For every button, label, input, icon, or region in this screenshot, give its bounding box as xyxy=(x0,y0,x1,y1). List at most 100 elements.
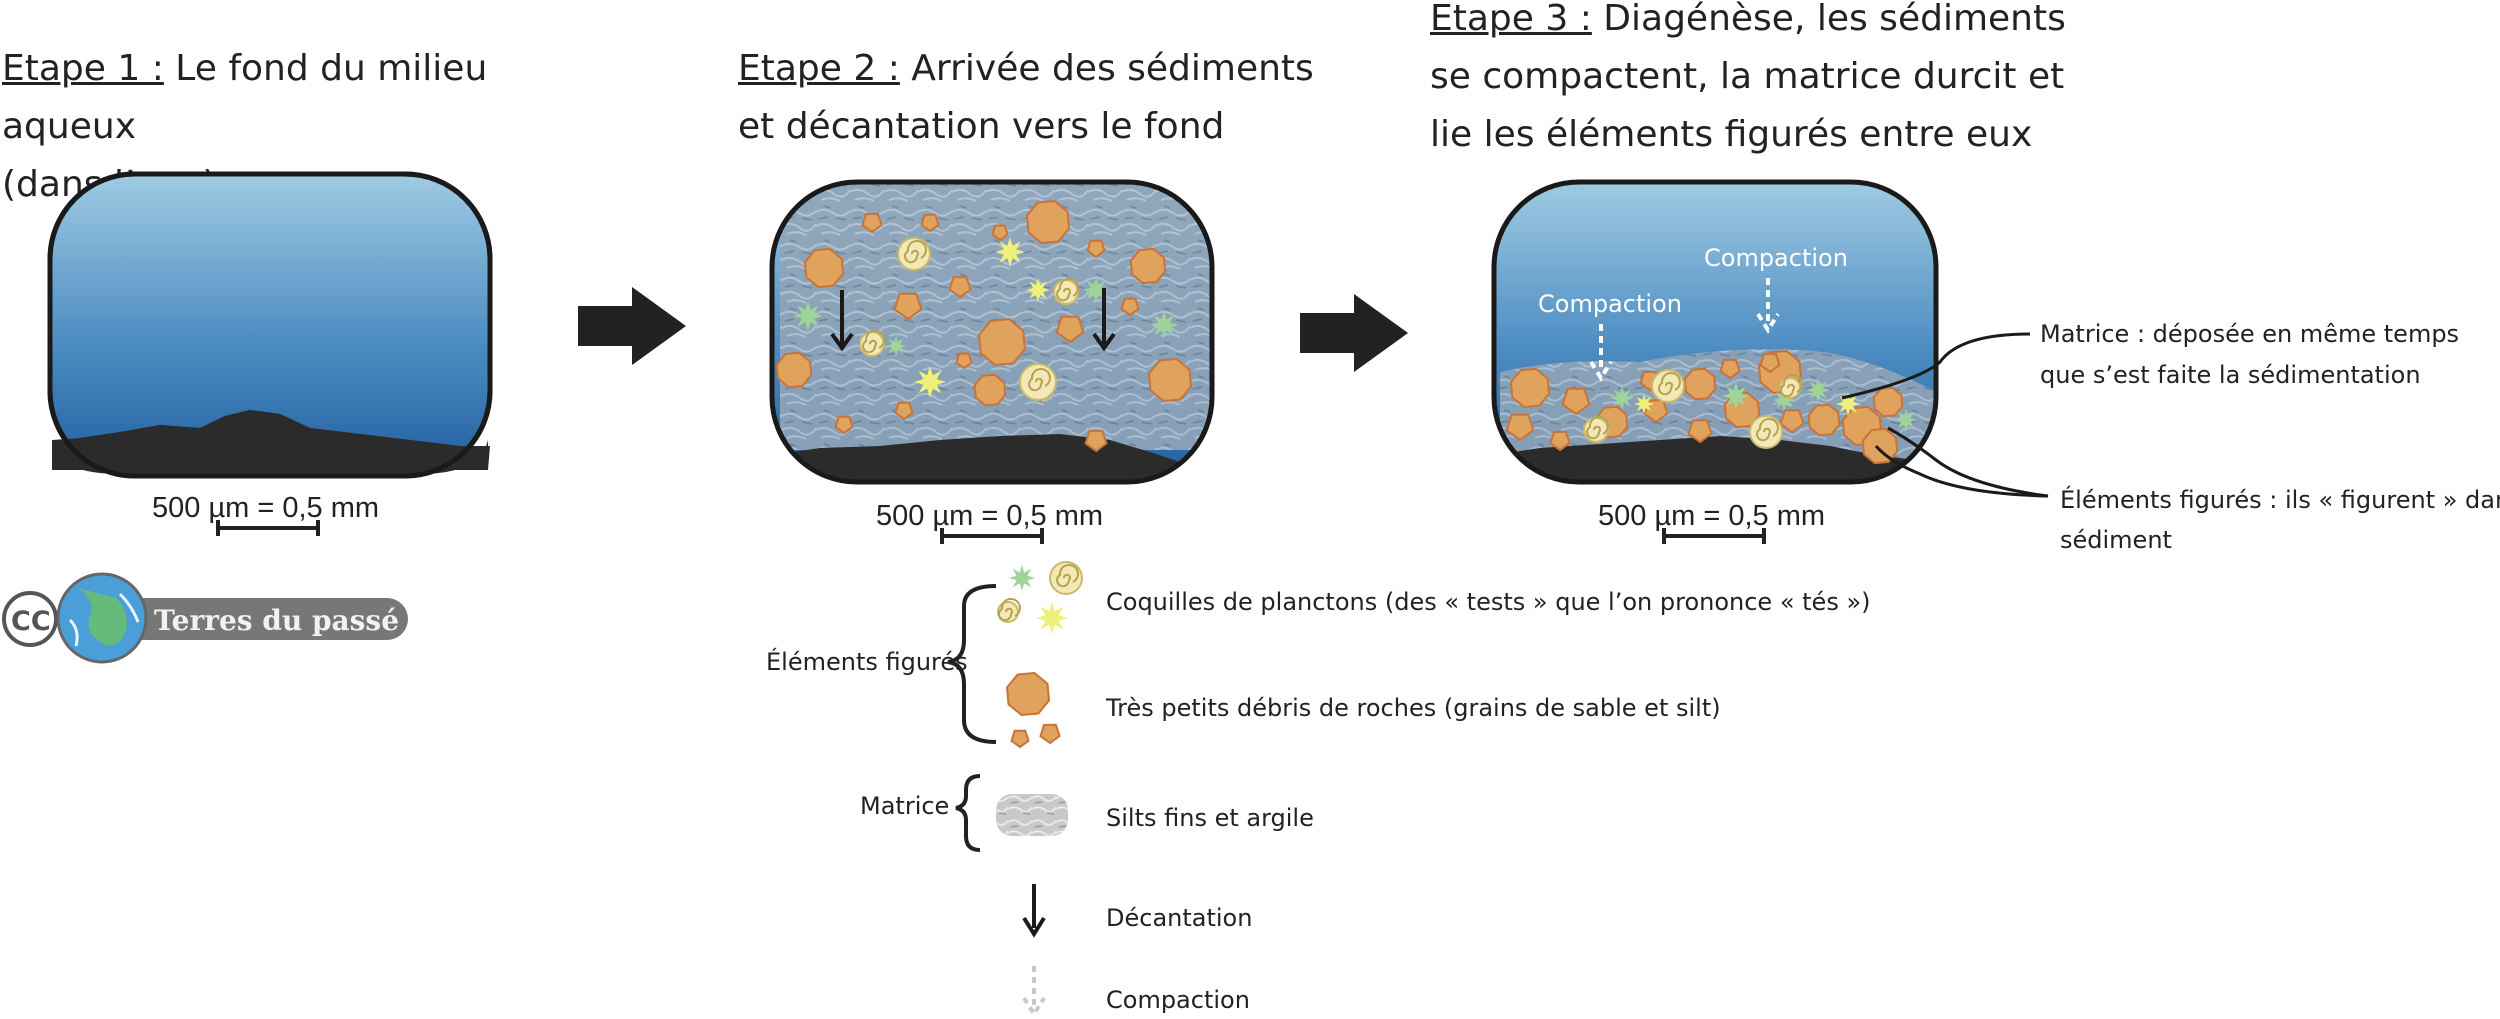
plankton-spiral-p2-3 xyxy=(1019,363,1057,401)
plankton-star-p2-2 xyxy=(914,366,946,398)
grain-p2-13 xyxy=(1055,315,1085,344)
grain-p2-0 xyxy=(803,247,845,289)
step3-line3: lie les éléments figurés entre eux xyxy=(1430,114,2033,155)
annotation-elements-2: sédiment xyxy=(2060,526,2172,554)
grain-p2-19 xyxy=(1120,297,1140,317)
grain-p3-14 xyxy=(1861,427,1899,465)
step1-label: Etape 1 : xyxy=(2,48,164,89)
legend-group-elements: Éléments figurés xyxy=(766,647,968,676)
legend-grain-small-a xyxy=(1010,729,1030,749)
legend-plankton-spiral-small-swirl xyxy=(998,597,1021,622)
grain-p2-5 xyxy=(1025,199,1071,245)
grain-p3-0 xyxy=(1509,367,1551,409)
grain-p2-1 xyxy=(861,212,883,234)
grain-p2-4 xyxy=(978,318,1026,366)
plankton-spiral-p2-3-swirl xyxy=(1028,367,1051,392)
compaction-arrow-1 xyxy=(1589,324,1613,382)
elements-leader-line-2 xyxy=(1874,444,2049,498)
plankton-star-p3-5 xyxy=(1895,409,1917,431)
plankton-spiral-p2-1-swirl xyxy=(862,329,885,354)
plankton-star-p2-4 xyxy=(1150,311,1178,339)
grain-p3-12 xyxy=(1549,430,1571,452)
grain-p2-16 xyxy=(894,401,914,421)
grain-p2-12 xyxy=(973,373,1007,407)
scale-label-2: 500 µm = 0,5 mm xyxy=(876,500,1103,532)
grain-p3-7 xyxy=(1759,352,1781,374)
step1-heading: Etape 1 : Le fond du milieu aqueux (dans… xyxy=(2,40,622,214)
legend-item-plankton: Coquilles de planctons (des « tests » qu… xyxy=(1106,588,1871,616)
legend-item-silt: Silts fins et argile xyxy=(1106,804,1314,832)
panel-step3: Compaction Compaction xyxy=(1491,179,1939,485)
brace-elements xyxy=(947,584,997,744)
legend-decantation-arrow xyxy=(1022,884,1046,938)
plankton-star-p3-2 xyxy=(1722,382,1750,410)
plankton-spiral-p3-0 xyxy=(1651,369,1685,403)
legend-plankton-spiral-big-swirl xyxy=(1056,563,1079,588)
step2-line1: Arrivée des sédiments xyxy=(911,48,1314,89)
plankton-spiral-p3-1-swirl xyxy=(1586,415,1609,440)
compaction-label-1: Compaction xyxy=(1538,290,1682,318)
scale-bar-3: 500 µm = 0,5 mm xyxy=(1598,500,1825,544)
grain-p3-11 xyxy=(1505,413,1535,442)
grain-p2-10 xyxy=(920,213,940,233)
silt-swatch xyxy=(996,794,1068,836)
grain-p2-11 xyxy=(991,224,1009,242)
legend-item-rock-debris: Très petits débris de roches (grains de … xyxy=(1105,694,1721,722)
legend-plankton-star-green xyxy=(1009,565,1035,591)
elements-leader-line-1 xyxy=(1887,426,2049,498)
cc-text: CC xyxy=(11,606,51,637)
grain-p3-17 xyxy=(1719,358,1741,380)
legend-compaction-arrow xyxy=(1022,966,1046,1018)
grain-p2-17 xyxy=(955,352,973,370)
step2-heading: Etape 2 : Arrivée des sédiments et décan… xyxy=(738,40,1378,156)
decantation-arrow-a xyxy=(830,290,854,352)
step3-heading: Etape 3 : Diagénèse, les sédiments se co… xyxy=(1430,0,2130,164)
plankton-spiral-p2-0 xyxy=(897,237,931,271)
step-arrow-1 xyxy=(578,287,686,365)
panel-step2 xyxy=(769,179,1215,485)
grain-p2-3 xyxy=(948,275,972,299)
scale-label-1: 500 µm = 0,5 mm xyxy=(152,492,379,524)
grain-p2-8 xyxy=(1147,357,1193,403)
grain-p3-13 xyxy=(1687,419,1713,444)
cc-logo: CC Terres du passé xyxy=(2,572,408,664)
grain-p2-9 xyxy=(775,351,813,389)
step-arrow-2 xyxy=(1300,294,1408,372)
plankton-spiral-p3-2-swirl xyxy=(1756,417,1779,442)
grain-p3-15 xyxy=(1779,409,1805,434)
scale-bar-1: 500 µm = 0,5 mm xyxy=(152,492,379,536)
legend-group-matrice: Matrice xyxy=(860,792,949,820)
logo-text: Terres du passé xyxy=(154,604,399,637)
compaction-arrow-2 xyxy=(1756,278,1780,334)
step2-line2: et décantation vers le fond xyxy=(738,106,1225,147)
grain-p3-1 xyxy=(1561,387,1591,416)
plankton-star-p3-0 xyxy=(1610,386,1634,410)
plankton-star-p3-1 xyxy=(1634,394,1654,414)
compaction-label-2: Compaction xyxy=(1704,244,1848,272)
grain-p2-14 xyxy=(1084,429,1108,453)
brace-matrice xyxy=(955,774,981,852)
plankton-star-p2-0 xyxy=(995,237,1025,267)
step3-line1: Diagénèse, les sédiments xyxy=(1603,0,2066,39)
legend: Éléments figurés Matrice Coquilles de pl… xyxy=(766,561,1871,1018)
step1-line1: Le fond du milieu aqueux xyxy=(2,48,488,147)
matrice-leader-line xyxy=(1841,332,2031,400)
grain-p2-15 xyxy=(834,415,854,435)
legend-plankton-spiral-big xyxy=(1049,561,1083,595)
scale-label-3: 500 µm = 0,5 mm xyxy=(1598,500,1825,532)
grain-p3-10 xyxy=(1872,386,1904,418)
grain-p2-7 xyxy=(1129,247,1167,285)
annotation-matrice-1: Matrice : déposée en même temps xyxy=(2040,320,2459,348)
legend-grain-big xyxy=(1005,671,1051,717)
annotation-matrice-2: que s’est faite la sédimentation xyxy=(2040,361,2421,389)
annotation-elements-1: Éléments figurés : ils « figurent » dans… xyxy=(2060,485,2500,514)
step3-label: Etape 3 : xyxy=(1430,0,1592,39)
grain-p3-4 xyxy=(1683,367,1717,401)
scale-bar-2: 500 µm = 0,5 mm xyxy=(876,500,1103,544)
plankton-star-p3-3 xyxy=(1806,378,1830,402)
plankton-spiral-p2-0-swirl xyxy=(904,239,927,264)
plankton-star-p2-1 xyxy=(1026,278,1050,302)
grain-p3-8 xyxy=(1807,403,1841,437)
plankton-spiral-p3-0-swirl xyxy=(1658,371,1681,396)
